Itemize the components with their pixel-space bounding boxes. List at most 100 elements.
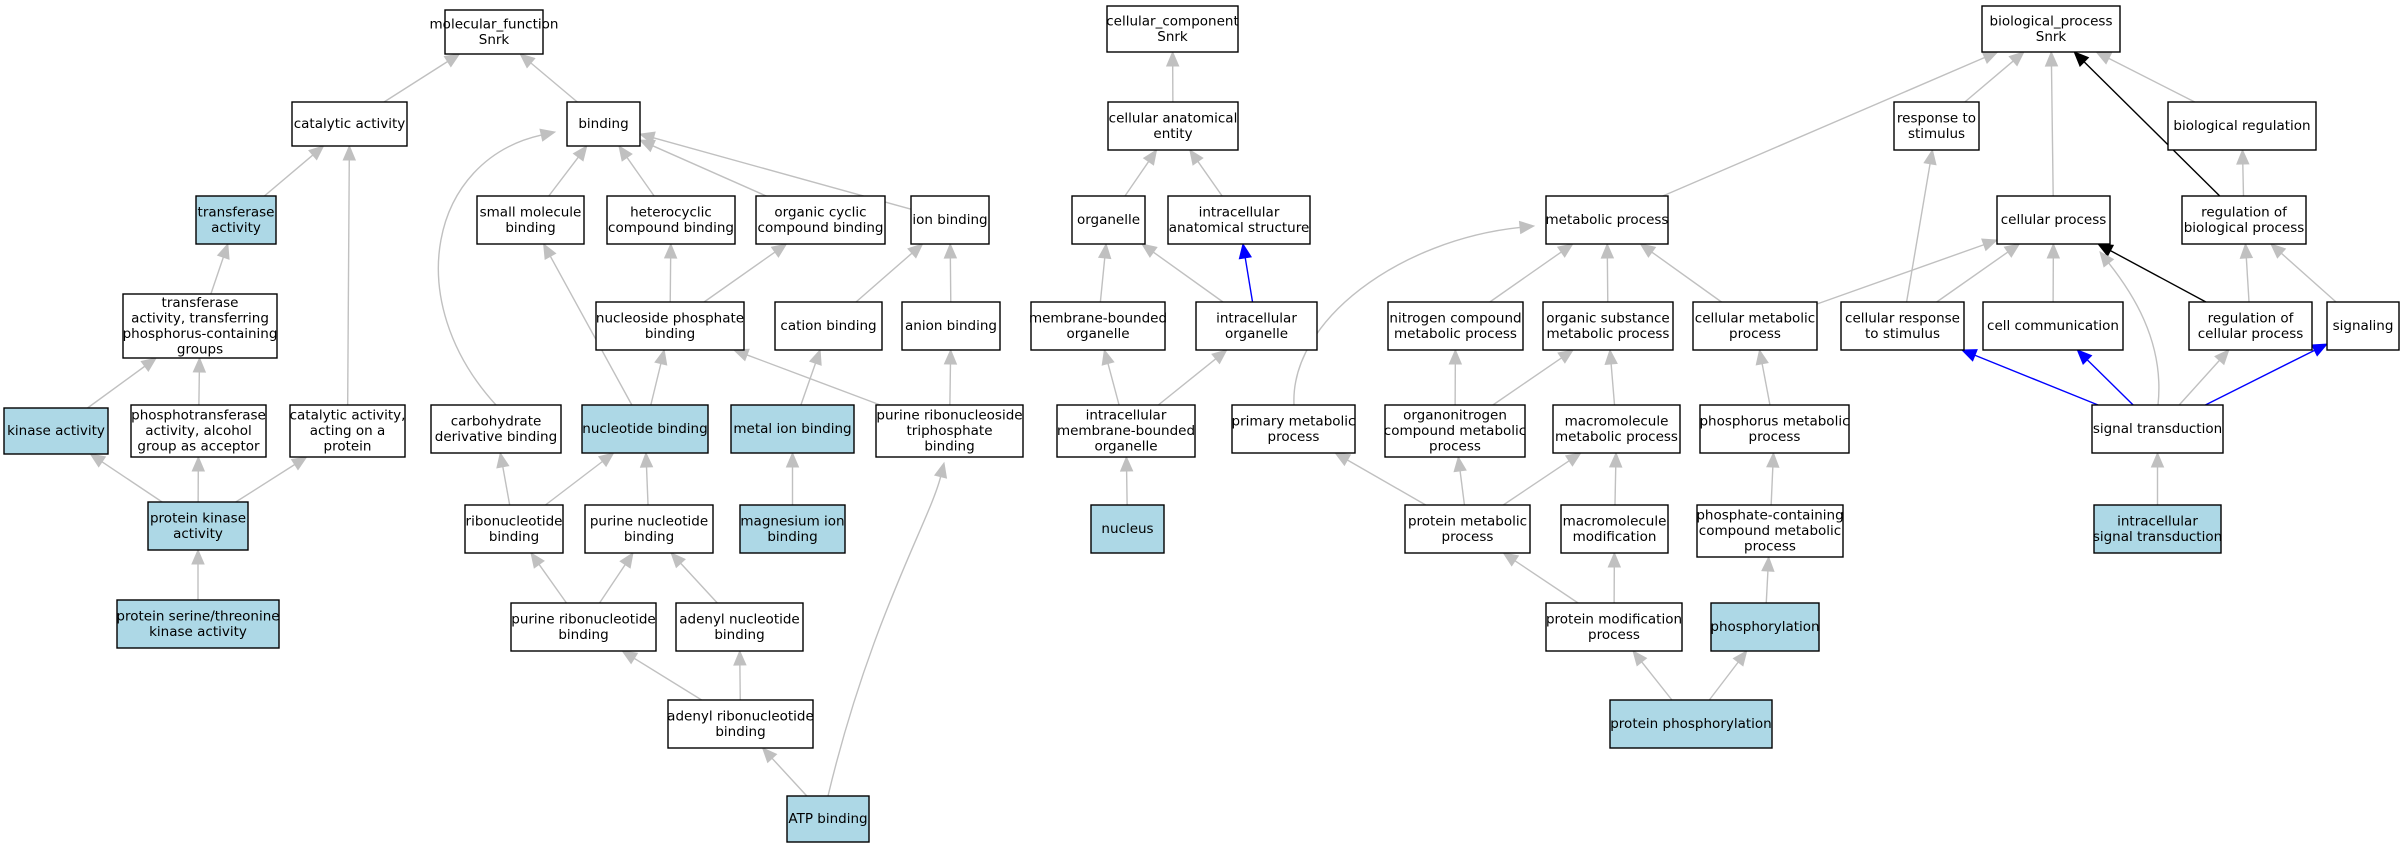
go-term-signaling[interactable]: signaling xyxy=(2326,301,2400,351)
edge-regulation-cellular-process-to-cellular-process xyxy=(2096,243,2207,303)
go-term-box xyxy=(1692,301,1818,351)
edge-heterocyclic-binding-to-binding xyxy=(618,144,655,197)
go-term-biological-regulation[interactable]: biological regulation xyxy=(2167,101,2317,151)
edge-membrane-bounded-organelle-to-organelle-line xyxy=(1099,257,1106,303)
edge-anion-binding-to-ion-binding xyxy=(943,242,958,303)
edge-nucleoside-phosphate-binding-to-heterocyclic-binding-arrowhead xyxy=(663,242,678,259)
go-term-atp-binding[interactable]: ATP binding xyxy=(786,795,870,843)
go-term-box xyxy=(1545,195,1669,245)
edge-biological-regulation-to-bp-root xyxy=(2095,51,2196,103)
edge-nucleotide-binding-to-nucleoside-phosphate-binding xyxy=(650,348,668,406)
go-term-label: binding xyxy=(578,116,628,132)
edge-primary-metabolic-process-to-metabolic-process-arrowhead xyxy=(1518,220,1536,235)
go-term-signal-transduction[interactable]: signal transduction xyxy=(2091,404,2224,454)
go-term-label: catalytic activity, xyxy=(290,408,406,424)
go-term-protein-phosphorylation[interactable]: protein phosphorylation xyxy=(1609,699,1773,749)
edge-phosphorylation-to-phosphate-containing-cmp-line xyxy=(1765,570,1769,604)
edge-nucleus-to-intracellular-mb-organelle-arrowhead xyxy=(1119,455,1134,472)
go-term-label: protein serine/threonine xyxy=(116,608,279,624)
go-term-anion-binding[interactable]: anion binding xyxy=(901,301,1001,351)
go-term-cation-binding[interactable]: cation binding xyxy=(774,301,883,351)
go-term-metal-ion-binding[interactable]: metal ion binding xyxy=(730,404,855,454)
go-term-label: ribonucleotide xyxy=(466,513,563,529)
go-term-metabolic-process[interactable]: metabolic process xyxy=(1545,195,1669,245)
edge-macromolecule-modification-to-macromolecule-mp-line xyxy=(1614,466,1617,506)
edge-protein-metabolic-process-to-primary-metabolic-process-arrowhead xyxy=(1334,452,1352,467)
edge-response-to-stimulus-to-bp-root xyxy=(1964,51,2025,103)
go-term-organelle[interactable]: organelle xyxy=(1071,195,1146,245)
go-term-label: protein xyxy=(324,439,372,455)
go-term-cellular-process[interactable]: cellular process xyxy=(1996,195,2111,245)
go-term-label: compound binding xyxy=(608,220,734,236)
go-term-box xyxy=(1696,504,1844,558)
go-term-label: process xyxy=(1729,326,1781,342)
go-term-label: cellular response xyxy=(1845,310,1960,326)
go-term-phosphorylation[interactable]: phosphorylation xyxy=(1710,602,1820,652)
edge-carbohydrate-derivative-binding-to-binding-arrowhead xyxy=(539,128,557,142)
edge-cation-binding-to-ion-binding-arrowhead xyxy=(907,243,924,259)
edge-binding-to-mf-root-line xyxy=(530,62,578,103)
go-term-label: biological regulation xyxy=(2173,118,2310,134)
go-term-label: process xyxy=(1588,627,1640,643)
edge-nucleotide-binding-to-nucleoside-phosphate-binding-line xyxy=(650,363,662,406)
edge-protein-modification-process-to-protein-metabolic-process-arrowhead xyxy=(1502,552,1520,567)
edge-heterocyclic-binding-to-binding-arrowhead xyxy=(618,144,633,162)
go-term-label: compound binding xyxy=(758,220,884,236)
go-term-nucleus[interactable]: nucleus xyxy=(1090,504,1165,554)
go-term-nucleotide-binding[interactable]: nucleotide binding xyxy=(581,404,709,454)
edge-purine-ribonucleoside-tp-binding-to-anion-binding-arrowhead xyxy=(943,348,958,365)
go-term-binding[interactable]: binding xyxy=(566,101,641,147)
edge-protein-metabolic-process-to-primary-metabolic-process xyxy=(1334,452,1427,506)
go-term-label: process xyxy=(1429,439,1481,455)
go-term-cell-communication[interactable]: cell communication xyxy=(1982,301,2124,351)
edge-phosphorylation-to-phosphate-containing-cmp-arrowhead xyxy=(1761,555,1775,572)
edge-cellular-metabolic-process-to-metabolic-process-arrowhead xyxy=(1639,243,1657,258)
go-term-label: biological_process xyxy=(1990,13,2113,29)
go-term-ion-binding[interactable]: ion binding xyxy=(910,195,990,245)
go-term-kinase-activity[interactable]: kinase activity xyxy=(3,407,109,455)
go-term-catalytic-activity[interactable]: catalytic activity xyxy=(291,101,408,147)
